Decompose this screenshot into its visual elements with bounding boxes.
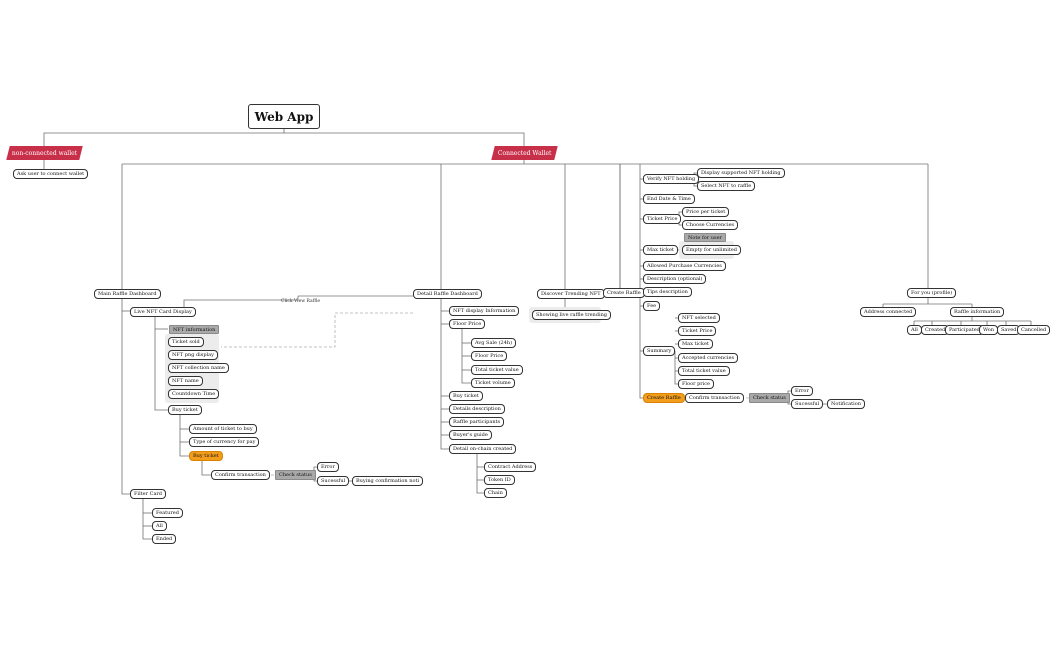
filter-ended: Ended <box>152 534 177 544</box>
summary-total-ticket-value: Total ticket value <box>678 366 730 376</box>
nft-information-header: NFT information <box>169 325 220 334</box>
summary-floor-price: Floor price <box>678 379 715 389</box>
buy-ticket-node: Buy ticket <box>168 405 202 415</box>
chain: Chain <box>484 488 507 498</box>
end-date-time: End Date & Time <box>643 194 695 204</box>
create-check-status: Check status <box>749 393 790 403</box>
showing-live-raffle-trending: Showing live raffle trending <box>532 310 611 320</box>
allowed-purchase-currencies: Allowed Purchase Currencies <box>643 261 726 271</box>
price-per-ticket: Price per ticket <box>682 207 730 217</box>
fee: Fee <box>643 301 661 311</box>
summary-accepted-currencies: Accepted currencies <box>678 353 739 363</box>
summary-ticket-price: Ticket Price <box>678 326 717 336</box>
notification: Notification <box>827 399 865 409</box>
create-confirm-transaction: Confirm transaction <box>685 393 744 403</box>
detail-raffle-dashboard: Detail Raffle Dashboard <box>413 289 482 299</box>
profile-tab-all: All <box>907 325 922 335</box>
nft-display-information: NFT display Information <box>449 306 520 316</box>
create-successful: Sucessful <box>791 399 824 409</box>
profile-tab-won: Won <box>979 325 999 335</box>
create-raffle-node: Create Raffle <box>603 288 645 298</box>
address-connected: Address connected <box>860 307 917 317</box>
amount-of-ticket: Amount of ticket to buy <box>189 424 257 434</box>
main-raffle-dashboard: Main Raffle Dashboard <box>94 289 161 299</box>
display-supported-nft: Display supported NFT holding <box>697 168 785 178</box>
non-connected-wallet-label: non-connected wallet <box>11 149 78 157</box>
summary: Summary <box>643 346 676 356</box>
click-view-raffle-label: Click View Raffle <box>281 299 321 304</box>
contract-address: Contract Address <box>484 462 537 472</box>
main-confirm-transaction: Confirm transaction <box>211 470 270 480</box>
filter-all: All <box>152 521 167 531</box>
empty-for-unlimited: Empty for unlimited <box>682 245 742 255</box>
ticket-price: Ticket Price <box>643 214 682 224</box>
avg-sale: Avg Sale (24h) <box>471 338 517 348</box>
detail-floor-price: Floor Price <box>449 319 486 329</box>
for-you-profile: For you (profile) <box>907 288 957 298</box>
main-successful: Sucessful <box>317 476 350 486</box>
filter-card: Filter Card <box>130 489 167 499</box>
ticket-volume: Ticket volume <box>471 378 515 388</box>
total-ticket-value: Total ticket value <box>471 365 523 375</box>
profile-tab-cancelled: Cancelled <box>1017 325 1050 335</box>
token-id: Token ID <box>484 475 515 485</box>
verify-nft-holding: Verify NFT holding <box>643 174 700 184</box>
filter-featured: Featured <box>152 508 183 518</box>
details-description: Details description <box>449 404 505 414</box>
raffle-information: Raffle information <box>950 307 1005 317</box>
create-error: Error <box>791 386 813 396</box>
nft-info-nft-name: NFT name <box>168 376 203 386</box>
non-connected-wallet-banner: non-connected wallet <box>6 146 83 160</box>
main-check-status: Check status <box>275 470 316 480</box>
ask-user-connect: Ask user to connect wallet <box>13 169 89 179</box>
nft-info-collection-name: NFT collection name <box>168 363 229 373</box>
note-for-user: Note for user <box>684 233 726 242</box>
detail-buy-ticket: Buy ticket <box>449 391 483 401</box>
connected-wallet-label: Connected Wallet <box>497 149 552 157</box>
create-raffle-action: Create Raffle <box>643 393 685 403</box>
max-ticket: Max ticket <box>643 245 678 255</box>
buying-confirmation-noti: Buying confirmation noti <box>352 476 424 486</box>
detail-on-chain: Detail on-chain created <box>449 444 517 454</box>
nft-info-png-display: NFT png display <box>168 350 218 360</box>
select-nft-to-raffle: Select NFT to raffle <box>697 181 756 191</box>
buy-ticket-action: Buy ticket <box>189 451 223 461</box>
description-optional: Description (optional) <box>643 274 707 284</box>
nft-info-countdown: Countdown Time <box>168 389 220 399</box>
choose-currencies: Choose Currencies <box>682 220 739 230</box>
connected-wallet-banner: Connected Wallet <box>491 146 558 160</box>
raffle-participants: Raffle participants <box>449 417 505 427</box>
web-app-root: Web App <box>248 104 320 129</box>
live-nft-card-display: Live NFT Card Display <box>130 307 196 317</box>
main-error: Error <box>317 462 339 472</box>
nft-info-ticket-sold: Ticket sold <box>168 337 204 347</box>
type-of-currency: Type of currency for pay <box>189 437 260 447</box>
floor-price-sub: Floor Price <box>471 351 508 361</box>
buyers-guide: Buyer's guide <box>449 430 492 440</box>
tips-description: Tips description <box>643 287 692 297</box>
summary-nft-selected: NFT selected <box>678 313 720 323</box>
discover-trending-nft: Discover Trending NFT <box>537 289 605 299</box>
summary-max-ticket: Max ticket <box>678 339 713 349</box>
